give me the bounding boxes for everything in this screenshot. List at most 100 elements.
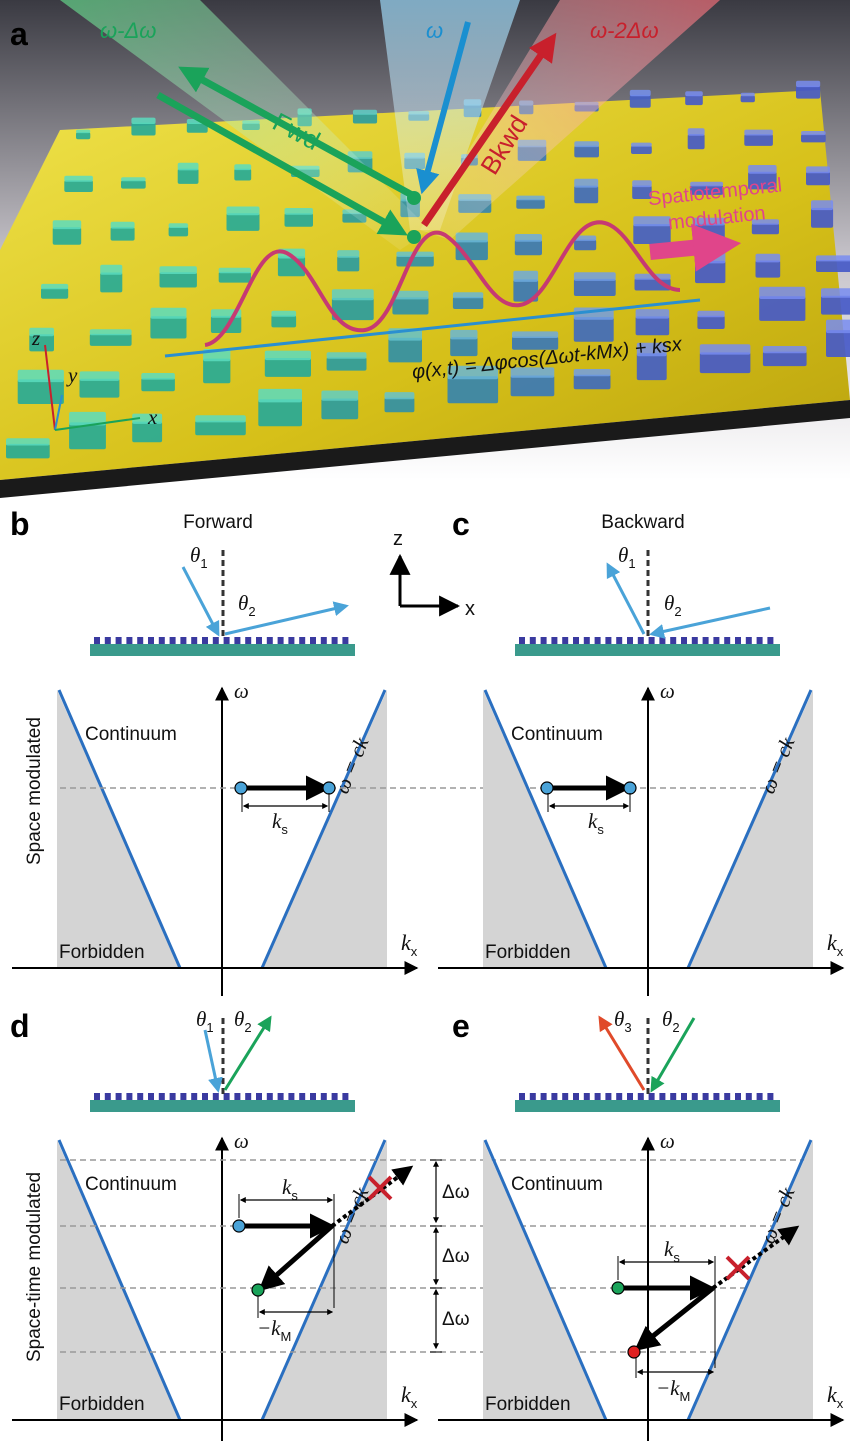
resonator-block-top xyxy=(76,129,91,134)
resonator xyxy=(331,637,338,644)
resonator-block xyxy=(755,260,781,278)
omega-axis-label: ω xyxy=(660,1129,675,1153)
resonator xyxy=(342,637,349,644)
resonator-block xyxy=(636,353,667,381)
modulation-arrow xyxy=(649,223,742,272)
resonator-block xyxy=(690,185,724,195)
resonator-block-top xyxy=(687,128,705,136)
resonator-block-top xyxy=(635,309,670,319)
resonator-block-top xyxy=(510,367,555,378)
beam-label-backward: ω-2Δω xyxy=(590,18,659,43)
resonator-block-top xyxy=(64,175,93,182)
resonator xyxy=(724,637,731,644)
resonator-block xyxy=(513,279,539,302)
resonator xyxy=(245,637,252,644)
resonator xyxy=(562,1093,569,1100)
resonator-block-top xyxy=(337,250,360,258)
resonator-block xyxy=(759,296,806,321)
panel-letter-a: a xyxy=(10,16,28,52)
resonator-block-top xyxy=(452,292,484,299)
resonator-block-top xyxy=(218,267,251,274)
resonator-block-top xyxy=(159,266,197,274)
resonator-block xyxy=(573,374,611,390)
resonator-block xyxy=(271,315,297,328)
resonator xyxy=(659,637,666,644)
resonator-block-top xyxy=(632,180,652,188)
backward-arrow xyxy=(421,32,557,227)
panel-letter-b: b xyxy=(10,506,30,542)
resonator-block xyxy=(284,213,313,227)
resonator-block xyxy=(203,358,231,384)
resonator xyxy=(735,1093,741,1100)
light-line-left xyxy=(57,1139,182,1421)
resonator-block-top xyxy=(636,342,667,357)
kx-axis-label: kx xyxy=(827,1382,844,1411)
resonator-block xyxy=(168,226,189,237)
resonator-block xyxy=(632,185,652,199)
initial-state xyxy=(234,781,248,795)
resonator-block-top xyxy=(132,413,163,424)
resonator xyxy=(245,1093,252,1100)
resonator-block-top xyxy=(806,166,830,174)
continuum-label: Continuum xyxy=(85,724,177,745)
resonator xyxy=(158,1093,165,1100)
resonator-block-top xyxy=(284,208,313,215)
resonator xyxy=(212,1093,219,1100)
resonator-block xyxy=(806,171,830,186)
panel-letter-d: d xyxy=(10,1008,30,1044)
resonator-block xyxy=(264,358,311,377)
resonator-block xyxy=(452,297,484,309)
beam-label-forward: ω-Δω xyxy=(100,18,156,43)
omega-axis-label: ω xyxy=(660,679,675,703)
resonator xyxy=(681,637,687,644)
substrate xyxy=(90,1100,355,1112)
resonator-block xyxy=(573,278,616,296)
resonator-block xyxy=(17,379,64,404)
resonator-block xyxy=(337,256,360,272)
light-line-right xyxy=(260,689,387,969)
beam-label-incident: ω xyxy=(426,18,443,43)
km-transition-arrow xyxy=(634,1286,715,1352)
resonator-block-top xyxy=(264,350,311,361)
beam-backward-out xyxy=(420,0,720,240)
km-transition-arrow xyxy=(258,1224,334,1292)
resonator-block xyxy=(816,260,850,272)
resonator-block xyxy=(226,213,260,231)
resonator xyxy=(529,637,536,644)
ks-label: ks xyxy=(588,809,604,837)
resonator-block xyxy=(635,316,670,336)
resonator-block-top xyxy=(740,92,755,97)
light-line-left xyxy=(483,689,608,969)
resonator-block-top xyxy=(826,319,850,334)
forward-in-arrow xyxy=(156,91,408,236)
resonator-block-top xyxy=(234,164,252,171)
coordinate-axes: z x xyxy=(389,528,475,620)
resonator-block-top xyxy=(177,162,199,171)
theta3-label: θ3 xyxy=(614,1007,632,1035)
resonator xyxy=(573,637,579,644)
resonator-block-top xyxy=(516,195,545,201)
resonator-block xyxy=(29,334,54,352)
panel-a: Fwd Bkwd ω-Δω ω ω-2Δω Spatiotemporal mod… xyxy=(0,0,850,498)
kx-axis-label: kx xyxy=(401,930,418,959)
resonator-block-top xyxy=(121,177,146,182)
resonator-block xyxy=(748,171,777,190)
resonator xyxy=(299,637,306,644)
incident-beam xyxy=(181,566,220,637)
light-line-right xyxy=(686,689,813,969)
resonator xyxy=(616,1093,623,1100)
resonator xyxy=(551,1093,558,1100)
resonator xyxy=(310,637,316,644)
resonator xyxy=(148,637,154,644)
resonator-block xyxy=(195,420,246,436)
resonator xyxy=(256,1093,262,1100)
resonator xyxy=(234,637,241,644)
resonator xyxy=(583,637,590,644)
beam-incident xyxy=(380,0,520,230)
initial-state xyxy=(611,1281,625,1295)
resonator xyxy=(320,1093,327,1100)
resonator-block xyxy=(685,95,703,106)
resonator xyxy=(583,1093,590,1100)
